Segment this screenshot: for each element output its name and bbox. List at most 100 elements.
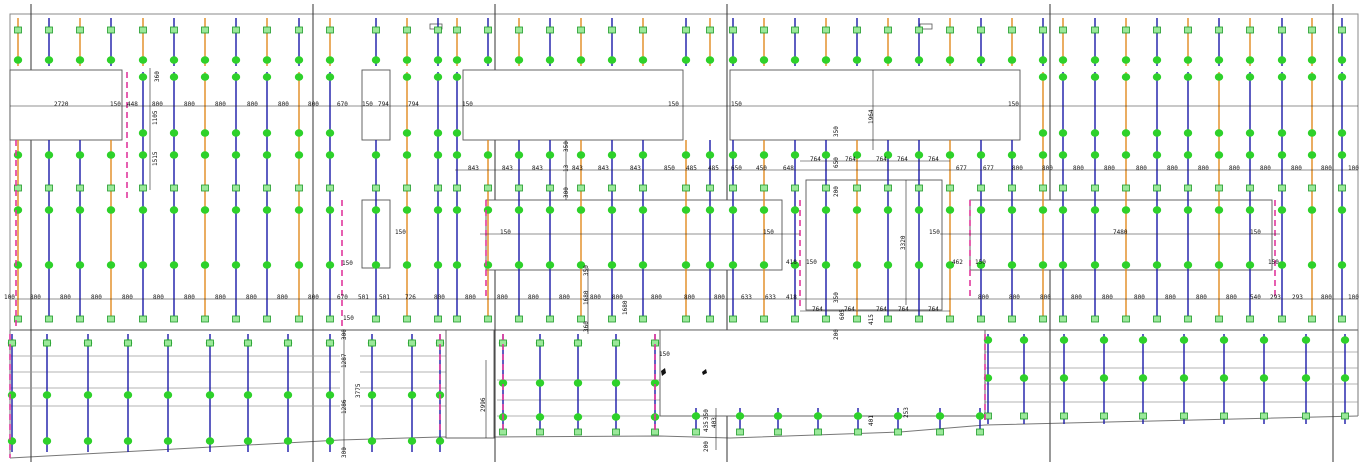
post-box [577,184,585,192]
post-node [1307,129,1317,137]
post-box [484,184,492,192]
post-box [326,315,334,323]
post-box [1184,315,1192,323]
post-node [1121,56,1131,64]
post-box [326,26,334,34]
post-node [1058,261,1068,269]
post-node [935,412,945,420]
post-box [791,26,799,34]
post-node [1219,336,1229,344]
post-box [1008,184,1016,192]
dim-label: 800 [1260,165,1271,172]
post-box [372,26,380,34]
post-node [976,261,986,269]
dim-label: 800 [152,101,163,108]
dim-label: 764 [812,306,823,313]
dimension-labels: 2720 150 448 800 800 800 800 800 800 670… [4,101,1359,358]
post-box [1060,412,1068,420]
post-node [1214,151,1224,159]
post-node [452,151,462,159]
post-box [1220,412,1228,420]
post-box [546,315,554,323]
post-node [705,56,715,64]
post-node [705,206,715,214]
post-node [452,73,462,81]
post-node [205,437,215,445]
post-box [326,184,334,192]
post-node [1059,336,1069,344]
post-node [1183,151,1193,159]
post-box [884,26,892,34]
dim-label: 360 [154,71,161,82]
post-node [498,379,508,387]
post-node [983,336,993,344]
post-node [638,206,648,214]
dim-label: 800 [153,294,164,301]
dim-label: 1964 [868,109,875,124]
post-node [1307,206,1317,214]
dim-label: 7480 [1113,229,1128,236]
dim-label: 800 [1198,165,1209,172]
post-box [453,315,461,323]
post-box [946,26,954,34]
post-box [1139,412,1147,420]
post-box [574,428,582,436]
post-node [1245,56,1255,64]
post-node [813,412,823,420]
post-node [728,56,738,64]
post-node [7,437,17,445]
post-node [1152,261,1162,269]
post-node [773,412,783,420]
post-node [13,151,23,159]
post-node [75,56,85,64]
post-node [1152,73,1162,81]
post-node [790,261,800,269]
post-node [75,151,85,159]
post-node [790,206,800,214]
post-box [139,26,147,34]
post-node [42,437,52,445]
post-box [915,26,923,34]
post-node [883,151,893,159]
post-node [200,206,210,214]
post-box [736,428,744,436]
post-node [514,56,524,64]
post-node [407,391,417,399]
post-node [1152,151,1162,159]
dim-label: 448 [127,101,138,108]
post-node [914,261,924,269]
dim-label: 800 [1136,165,1147,172]
post-box [45,26,53,34]
dim-label: 726 [405,294,416,301]
post-box [1184,26,1192,34]
dim-label: 800 [277,294,288,301]
post-node [325,437,335,445]
post-node [294,206,304,214]
post-box [1020,412,1028,420]
dim-label: 350 [833,292,840,303]
post-node [945,56,955,64]
post-node [914,151,924,159]
post-box [170,315,178,323]
post-box [729,315,737,323]
post-node [638,261,648,269]
post-node [759,206,769,214]
post-box [434,26,442,34]
post-node [402,73,412,81]
post-box [515,26,523,34]
post-node [607,261,617,269]
post-box [577,26,585,34]
dim-label: 764 [897,156,908,163]
post-node [1337,151,1347,159]
dim-label: 764 [876,156,887,163]
dim-label: 800 [91,294,102,301]
dim-label: 1286 [341,399,348,414]
post-box [1008,315,1016,323]
post-node [759,56,769,64]
post-box [1215,315,1223,323]
post-node [1307,56,1317,64]
dim-label: 794 [408,101,419,108]
post-node [852,56,862,64]
post-box [1278,315,1286,323]
dim-label: 764 [810,156,821,163]
